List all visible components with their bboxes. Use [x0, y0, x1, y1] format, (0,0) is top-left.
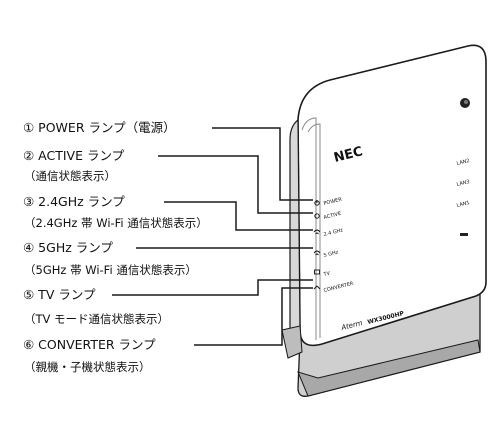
callout-converter-sub: （親機・子機状態表示）	[24, 360, 151, 374]
lamp-tv-icon	[314, 269, 320, 275]
lamp-text-tv: TV	[322, 270, 331, 278]
lamp-column	[313, 200, 321, 290]
leader-line-24ghz	[164, 201, 313, 231]
router-stand-front	[297, 339, 481, 397]
router-edge-stripe-2	[307, 123, 321, 338]
callout-24ghz-sub: （2.4GHz 帯 Wi-Fi 通信状態表示）	[24, 216, 208, 230]
callout-5ghz-label: ④ 5GHz ランプ	[23, 240, 113, 255]
lamp-converter-icon	[313, 285, 321, 290]
router-left-edge	[289, 118, 301, 351]
port-label-lan3: LAN3	[456, 179, 470, 188]
callout-power-label: ① POWER ランプ（電源）	[23, 120, 176, 135]
lamp-text-24ghz: 2.4 GHz	[323, 227, 344, 238]
lamp-text-active: ACTIVE	[323, 211, 342, 221]
callout-tv-label: ⑤ TV ランプ	[23, 287, 96, 302]
port-label-lan2: LAN2	[456, 158, 470, 167]
lan-indicator-mark	[460, 233, 468, 236]
callout-active-sub: （通信状態表示）	[24, 169, 116, 183]
callout-5ghz-sub: （5GHz 帯 Wi-Fi 通信状態表示）	[24, 263, 197, 277]
callout-active-label: ② ACTIVE ランプ	[23, 148, 125, 163]
leader-lines	[112, 127, 313, 346]
leader-line-active	[158, 155, 313, 214]
callout-24ghz-label: ③ 2.4GHz ランプ	[23, 194, 125, 209]
leader-line-power	[212, 127, 313, 201]
router-foot-strip	[281, 325, 303, 359]
lamp-active-icon	[314, 213, 320, 219]
port-label-lan1: LAN1	[456, 200, 470, 209]
router-edge-stripe	[301, 117, 317, 340]
lamp-5ghz-icon	[313, 250, 321, 256]
leader-line-tv	[112, 279, 313, 296]
callout-converter-label: ⑥ CONVERTER ランプ	[23, 337, 156, 352]
lamp-power-icon	[314, 200, 320, 206]
lamp-text-5ghz: 5 GHz	[323, 249, 339, 259]
callout-tv-sub: （TV モード通信状態表示）	[24, 312, 170, 326]
brand-logo: NEC	[332, 144, 364, 166]
lamp-text-power: POWER	[323, 197, 343, 207]
router-body	[297, 44, 487, 347]
router-stand	[297, 285, 481, 397]
lamp-24ghz-icon	[313, 229, 321, 235]
leader-line-converter	[194, 287, 313, 346]
